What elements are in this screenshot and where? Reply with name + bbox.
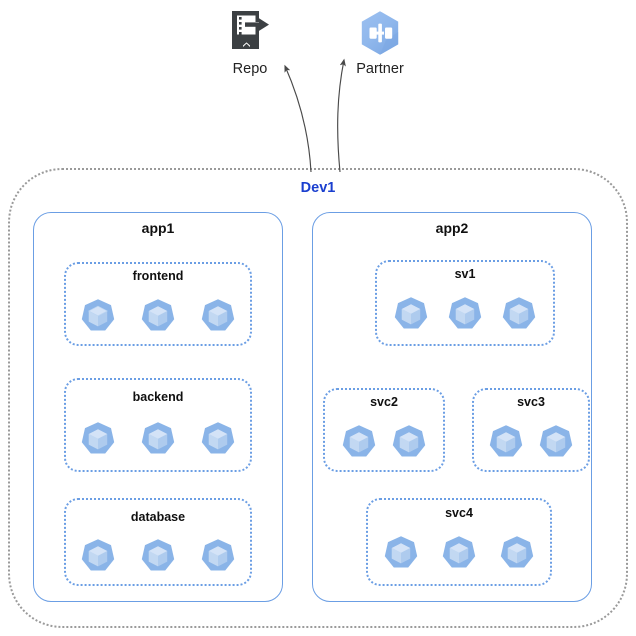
pod-group-svc2 <box>323 419 445 465</box>
pod-icon[interactable] <box>199 420 237 458</box>
pod-icon[interactable] <box>500 295 538 333</box>
pod-group-sv1 <box>375 291 555 337</box>
application-label-app1: app1 <box>141 220 175 236</box>
pod-icon[interactable] <box>446 295 484 333</box>
pod-icon[interactable] <box>440 534 478 572</box>
service-box-svc2[interactable] <box>323 388 445 472</box>
service-label-backend: backend <box>132 390 184 404</box>
pod-group-database <box>64 532 252 580</box>
service-label-frontend: frontend <box>132 269 184 283</box>
pod-icon[interactable] <box>382 534 420 572</box>
repo-export-icon-svg <box>232 11 269 49</box>
pod-icon[interactable] <box>199 537 237 575</box>
pod-icon[interactable] <box>487 423 525 461</box>
service-label-database: database <box>130 510 186 524</box>
pod-icon[interactable] <box>340 423 378 461</box>
service-label-svc2: svc2 <box>370 395 398 409</box>
pod-group-backend <box>64 415 252 463</box>
environment-label-dev1: Dev1 <box>300 180 336 196</box>
arrow-dev1-to-repo <box>284 64 312 173</box>
service-label-svc3: svc3 <box>517 395 545 409</box>
partner-label: Partner <box>356 61 404 77</box>
pod-icon[interactable] <box>79 297 117 335</box>
arrow-dev1-to-partner <box>337 58 346 173</box>
pod-icon[interactable] <box>79 420 117 458</box>
pod-icon[interactable] <box>537 423 575 461</box>
service-box-svc3[interactable] <box>472 388 590 472</box>
repo-label: Repo <box>232 61 268 77</box>
partner-hexagon-icon[interactable] <box>355 8 405 58</box>
pod-group-frontend <box>64 292 252 340</box>
service-label-sv1: sv1 <box>454 267 476 281</box>
pod-icon[interactable] <box>139 420 177 458</box>
pod-icon[interactable] <box>139 297 177 335</box>
pod-group-svc3 <box>472 419 590 465</box>
repo-export-icon[interactable] <box>228 8 272 54</box>
pod-icon[interactable] <box>392 295 430 333</box>
application-label-app2: app2 <box>435 220 469 236</box>
pod-group-svc4 <box>366 530 552 576</box>
service-label-svc4: svc4 <box>445 506 473 520</box>
pod-icon[interactable] <box>390 423 428 461</box>
environment-box-dev1[interactable] <box>8 168 628 628</box>
pod-icon[interactable] <box>139 537 177 575</box>
pod-icon[interactable] <box>199 297 237 335</box>
partner-hexagon-icon-svg <box>361 11 399 55</box>
pod-icon[interactable] <box>79 537 117 575</box>
pod-icon[interactable] <box>498 534 536 572</box>
